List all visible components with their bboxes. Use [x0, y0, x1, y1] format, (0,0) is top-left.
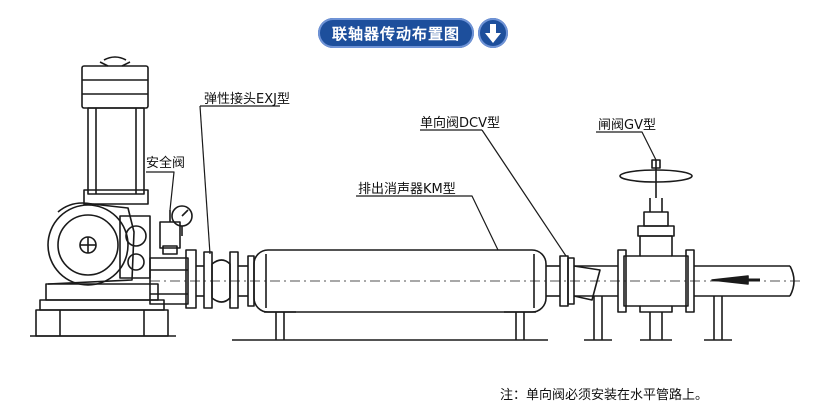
label-exhaust-silencer: 排出消声器KM型 [358, 182, 456, 197]
exhaust-silencer [232, 249, 548, 341]
label-safety-valve: 安全阀 [146, 156, 186, 171]
elastic-joint [203, 251, 255, 309]
discharge-pipe [694, 265, 795, 341]
label-check-valve: 单向阀DCV型 [420, 116, 500, 131]
check-valve [546, 255, 618, 341]
blower-body [30, 202, 176, 337]
gate-valve [617, 159, 695, 341]
label-gate-valve: 闸阀GV型 [598, 118, 656, 133]
diagram-title-text: 联轴器传动布置图 [331, 24, 460, 43]
diagram-title: 联轴器传动布置图 [318, 18, 474, 48]
safety-valve [159, 205, 193, 255]
installation-note: 注：单向阀必须安装在水平管路上。 [500, 388, 709, 403]
arrow-down-icon [485, 24, 501, 43]
blower-motor [81, 56, 149, 205]
scroll-down-button[interactable] [478, 18, 508, 48]
label-elastic-joint: 弹性接头EXJ型 [204, 92, 290, 107]
leader-lines [146, 105, 657, 257]
